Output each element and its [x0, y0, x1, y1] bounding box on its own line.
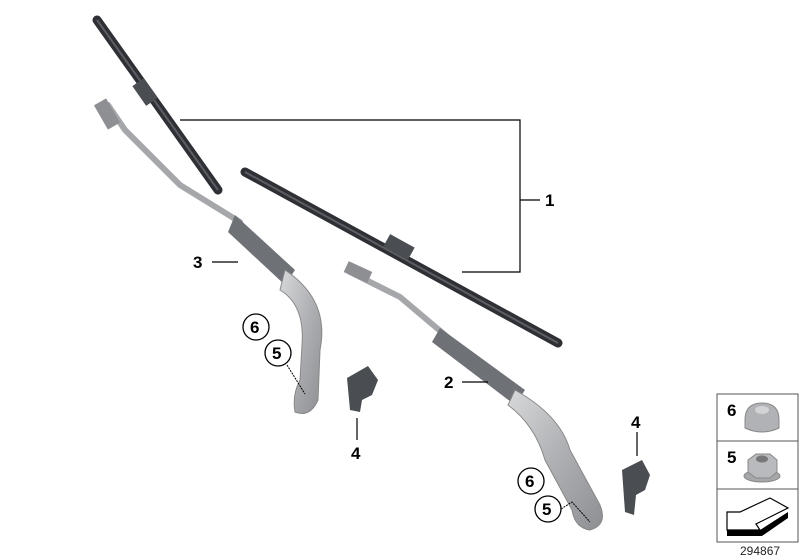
callout-circle-6-right	[517, 467, 545, 495]
hex-flange-nut-icon	[743, 453, 781, 483]
cover-cap-right[interactable]	[622, 460, 650, 515]
callout-4-left: 4	[351, 444, 361, 463]
wiper-arm-right[interactable]	[343, 261, 603, 531]
callout-3: 3	[193, 253, 202, 272]
diagram-id: 294867	[740, 544, 780, 558]
wiper-arm-left[interactable]	[93, 98, 323, 414]
callout-2: 2	[444, 373, 453, 392]
arrow-icon	[726, 497, 790, 536]
cap-nut-icon	[744, 402, 780, 433]
callout-4-right: 4	[631, 413, 641, 432]
legend-number-6: 6	[727, 401, 736, 420]
wiper-blade-right[interactable]	[240, 167, 563, 348]
callout-circle-6-left	[242, 313, 270, 341]
callout-5-left: 5	[272, 344, 281, 363]
parts-legend: 6 5	[716, 393, 799, 543]
callout-6-right: 6	[525, 472, 534, 491]
callout-1: 1	[545, 191, 554, 210]
wiper-blade-left[interactable]	[92, 15, 223, 195]
callout-1-leader	[180, 119, 540, 273]
cover-cap-left[interactable]	[347, 366, 378, 412]
callout-5-right: 5	[542, 500, 551, 519]
callout-circle-5-left	[264, 339, 292, 367]
legend-number-5: 5	[727, 448, 736, 467]
callout-6-left: 6	[250, 318, 259, 337]
